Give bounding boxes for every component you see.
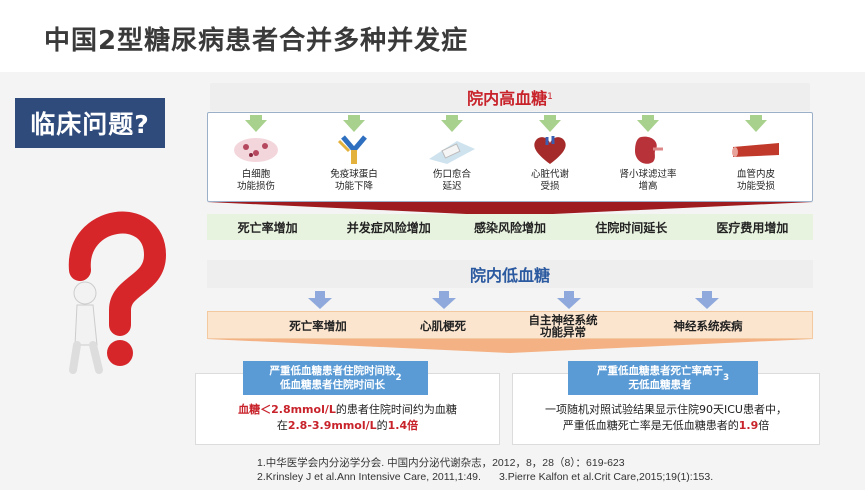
organ-label: 白细胞 功能损伤 bbox=[236, 169, 275, 192]
green-arrow-icon bbox=[544, 115, 556, 120]
organ-item: 伤口愈合 延迟 bbox=[407, 115, 497, 201]
title-band: 中国2型糖尿病患者合并多种并发症 bbox=[0, 0, 865, 72]
evidence-left-line2-pre: 在 bbox=[276, 419, 288, 432]
hypo-outcome-item: 心肌梗死 bbox=[420, 319, 466, 333]
outcome-item: 并发症风险增加 bbox=[346, 220, 431, 235]
evidence-right-line2-post: 倍 bbox=[758, 419, 770, 432]
evidence-left-line2-mid: 的 bbox=[376, 419, 388, 432]
hypoglycemia-header: 院内低血糖 bbox=[207, 260, 813, 288]
green-arrow-icon bbox=[250, 115, 262, 120]
hyperglycemia-ref-sup: 1 bbox=[547, 92, 553, 102]
glucose-range-value: 2.8-3.9mmol/L bbox=[287, 419, 377, 432]
evidence-left-text: 血糖＜2.8mmol/L的患者住院时间约为血糖 在2.8-3.9mmol/L的1… bbox=[200, 402, 495, 434]
organ-item: 白细胞 功能损伤 bbox=[211, 115, 301, 201]
references: 1.中华医学会内分泌学分会. 中国内分泌代谢杂志，2012，8，28（8）：61… bbox=[257, 456, 713, 484]
slide-title: 中国2型糖尿病患者合并多种并发症 bbox=[44, 26, 469, 56]
mortality-ratio-value: 1.9 bbox=[738, 419, 759, 432]
hyperglycemia-outcomes-bar: 死亡率增加 并发症风险增加 感染风险增加 住院时间延长 医疗费用增加 bbox=[207, 214, 813, 240]
kidney-icon bbox=[635, 136, 663, 164]
blue-arrow-icon bbox=[695, 291, 719, 309]
organ-item: 心脏代谢 受损 bbox=[505, 115, 595, 201]
organ-item: 肾小球滤过率 增高 bbox=[603, 115, 693, 201]
antibody-icon bbox=[337, 135, 367, 164]
green-arrow-icon bbox=[348, 115, 360, 120]
organ-item: 免疫球蛋白 功能下降 bbox=[309, 115, 399, 201]
leukocyte-icon bbox=[234, 138, 278, 162]
hypo-outcome-item: 神经系统疾病 bbox=[673, 319, 743, 333]
organ-label: 免疫球蛋白 功能下降 bbox=[330, 169, 378, 192]
vessel-icon bbox=[732, 143, 779, 157]
hypoglycemia-outcomes-bar: 死亡率增加 心肌梗死 自主神经系统 功能异常 神经系统疾病 bbox=[207, 311, 813, 339]
hypo-outcome-item: 自主神经系统 功能异常 bbox=[528, 313, 598, 339]
green-arrow-icon bbox=[642, 115, 654, 120]
outcome-item: 医疗费用增加 bbox=[716, 220, 789, 235]
hypo-threshold-value: 血糖＜2.8mmol/L bbox=[238, 403, 336, 416]
evidence-right-line1: 一项随机对照试验结果显示住院90天ICU患者中， bbox=[545, 403, 787, 416]
blue-arrow-icon bbox=[308, 291, 332, 309]
organ-label: 伤口愈合 延迟 bbox=[432, 169, 471, 192]
evidence-left-label-text: 严重低血糖患者住院时间较 低血糖患者住院时间长 bbox=[269, 365, 396, 391]
organ-label: 血管内皮 功能受损 bbox=[736, 169, 775, 192]
evidence-right-ref-sup: 3 bbox=[722, 373, 730, 383]
evidence-left-line1: 的患者住院时间约为血糖 bbox=[335, 403, 457, 416]
hypoglycemia-title: 院内低血糖 bbox=[469, 266, 550, 285]
outcome-item: 死亡率增加 bbox=[237, 220, 298, 235]
evidence-right-line2-pre: 严重低血糖死亡率是无低血糖患者的 bbox=[562, 419, 739, 432]
outcome-item: 住院时间延长 bbox=[595, 220, 668, 235]
evidence-right-text: 一项随机对照试验结果显示住院90天ICU患者中， 严重低血糖死亡率是无低血糖患者… bbox=[516, 402, 816, 434]
organ-label: 心脏代谢 受损 bbox=[530, 169, 569, 192]
heart-icon bbox=[534, 136, 566, 164]
organ-effects-box: 白细胞 功能损伤 免疫球蛋白 功能下降 伤口愈合 延迟 心脏代谢 受损 肾小球滤… bbox=[207, 112, 813, 202]
hyperglycemia-title: 院内高血糖 bbox=[467, 89, 548, 108]
organ-item: 血管内皮 功能受损 bbox=[711, 115, 801, 201]
hypo-outcome-item: 死亡率增加 bbox=[289, 319, 347, 333]
reference-1: 1.中华医学会内分泌学分会. 中国内分泌代谢杂志，2012，8，28（8）：61… bbox=[257, 457, 625, 469]
outcome-item: 感染风险增加 bbox=[474, 220, 547, 235]
thinking-figure-icon bbox=[68, 211, 167, 374]
evidence-right-label-text: 严重低血糖患者死亡率高于 无低血糖患者 bbox=[596, 365, 723, 391]
red-funnel-shape bbox=[207, 202, 813, 216]
evidence-left-ref-sup: 2 bbox=[395, 373, 402, 383]
green-arrow-icon bbox=[750, 115, 762, 120]
blue-arrow-icon bbox=[432, 291, 456, 309]
green-arrow-icon bbox=[446, 115, 458, 120]
organ-label: 肾小球滤过率 增高 bbox=[619, 169, 677, 192]
wound-icon bbox=[429, 141, 475, 164]
orange-funnel-shape bbox=[207, 339, 813, 353]
clinical-question-box: 临床问题? bbox=[15, 98, 165, 148]
ratio-value: 1.4倍 bbox=[387, 419, 419, 432]
reference-2: 2.Krinsley J et al.Ann Intensive Care, 2… bbox=[257, 471, 481, 483]
reference-3: 3.Pierre Kalfon et al.Crit Care,2015;19(… bbox=[498, 471, 714, 483]
blue-arrow-icon bbox=[557, 291, 581, 309]
